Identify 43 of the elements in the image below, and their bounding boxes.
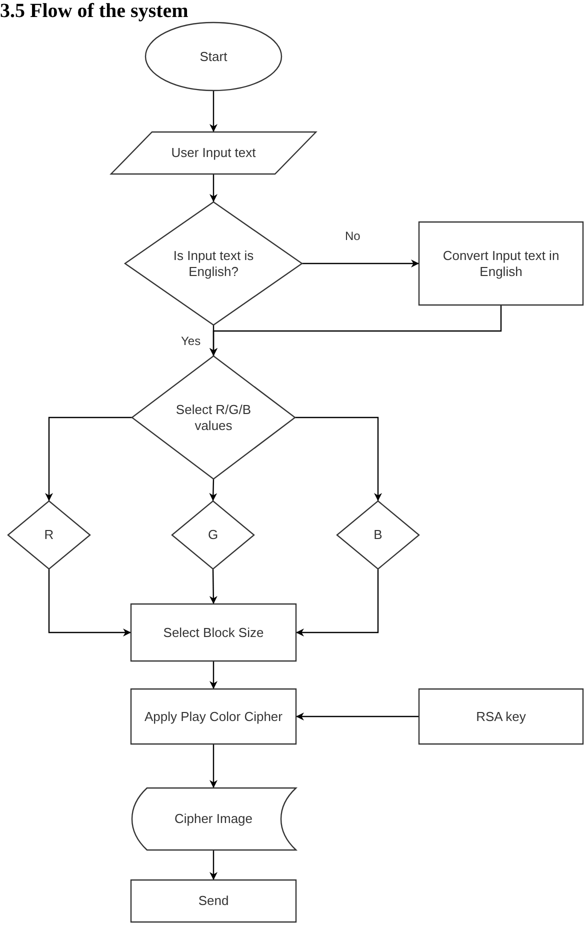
node-label: User Input text (171, 145, 256, 161)
process-box (131, 880, 296, 922)
node-label: B (374, 527, 382, 543)
arrow (210, 850, 218, 880)
decision-diamond (8, 501, 90, 569)
arrow (210, 91, 218, 132)
decision-diamond (125, 202, 302, 325)
arrow (302, 260, 419, 268)
arrow (48, 569, 131, 636)
arrow (209, 478, 218, 502)
start-terminal (145, 22, 282, 91)
arrow (296, 712, 419, 720)
decision-diamond (337, 501, 419, 569)
process-box (419, 689, 583, 744)
arrow (210, 174, 218, 202)
process-box (131, 604, 296, 661)
node-label: R (44, 527, 54, 543)
node-label: Convert Input text in English (442, 248, 560, 280)
node-label: Select Block Size (163, 624, 264, 640)
arrow (210, 661, 218, 689)
node-label: Select R/G/B values (174, 402, 252, 434)
arrow (296, 569, 379, 636)
arrow (295, 416, 382, 501)
process-box (131, 689, 296, 744)
node-label: RSA key (476, 708, 526, 724)
node-label: Send (198, 893, 229, 909)
node-label: Cipher Image (174, 811, 253, 827)
arrow (209, 569, 218, 604)
edge-label: No (344, 229, 362, 243)
node-label: Is Input text is English? (172, 248, 255, 280)
decision-diamond (132, 356, 295, 479)
diagram-title: 3.5 Flow of the system (0, 0, 188, 22)
arrow (210, 305, 502, 356)
edge-label: Yes (180, 334, 202, 348)
stored-data-shape (131, 788, 296, 850)
node-label: Start (200, 48, 228, 64)
arrow (45, 416, 132, 501)
arrow (210, 744, 218, 788)
process-box (419, 222, 583, 305)
decision-diamond (172, 501, 254, 569)
node-label: G (208, 527, 218, 543)
input-parallelogram (111, 132, 316, 174)
node-label: Apply Play Color Cipher (144, 708, 282, 724)
